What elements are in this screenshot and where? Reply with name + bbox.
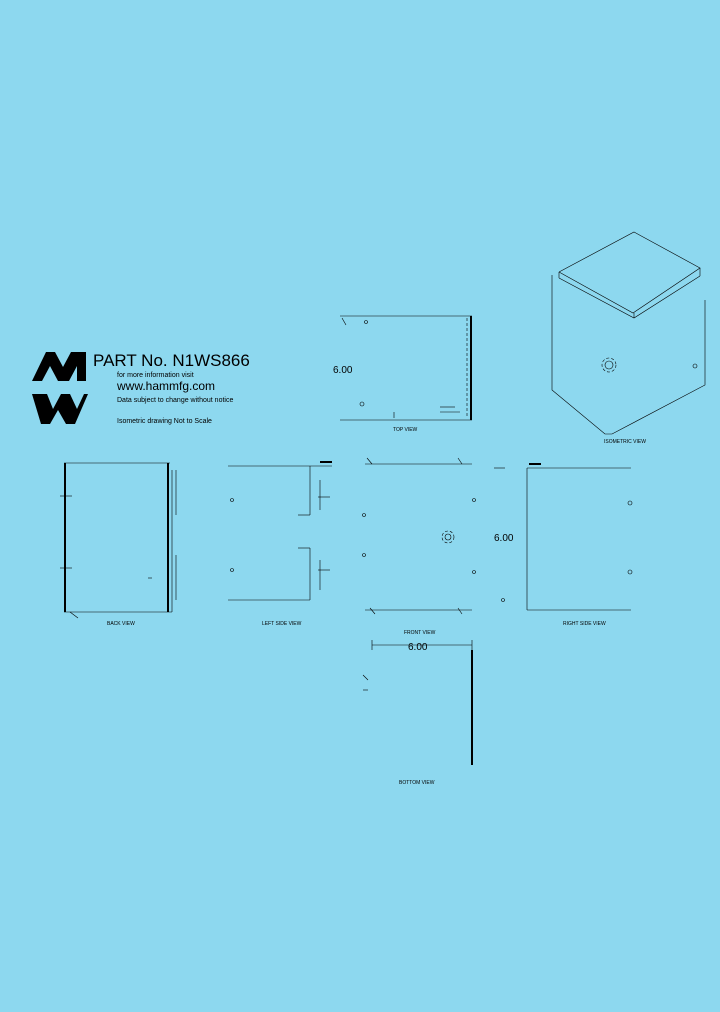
- top-view-dimension: 6.00: [333, 365, 353, 376]
- front-view: FRONT VIEW 6.00: [362, 457, 514, 636]
- back-view-label: BACK VIEW: [107, 621, 135, 627]
- website-url[interactable]: www.hammfg.com: [116, 379, 215, 393]
- front-view-label: FRONT VIEW: [404, 630, 436, 636]
- right-side-view: RIGHT SIDE VIEW: [494, 463, 633, 627]
- isometric-view: ISOMETRIC VIEW: [551, 231, 706, 445]
- left-side-view: LEFT SIDE VIEW: [228, 461, 332, 627]
- bottom-view: 6.00 BOTTOM VIEW: [362, 640, 473, 786]
- front-view-dimension: 6.00: [494, 533, 514, 544]
- left-side-view-label: LEFT SIDE VIEW: [262, 621, 302, 627]
- more-info-text: for more information visit: [117, 372, 194, 379]
- company-logo: [32, 352, 88, 424]
- back-view: BACK VIEW: [60, 462, 177, 627]
- part-number-label: PART No. N1WS866: [93, 351, 250, 370]
- disclaimer-text: Data subject to change without notice: [117, 397, 233, 404]
- isometric-view-label: ISOMETRIC VIEW: [604, 439, 646, 445]
- scale-note: Isometric drawing Not to Scale: [117, 418, 212, 425]
- top-view: 6.00 TOP VIEW: [333, 315, 472, 433]
- right-side-view-label: RIGHT SIDE VIEW: [563, 621, 606, 627]
- bottom-view-label: BOTTOM VIEW: [399, 780, 435, 786]
- top-view-label: TOP VIEW: [393, 427, 418, 433]
- bottom-view-dimension: 6.00: [408, 642, 428, 653]
